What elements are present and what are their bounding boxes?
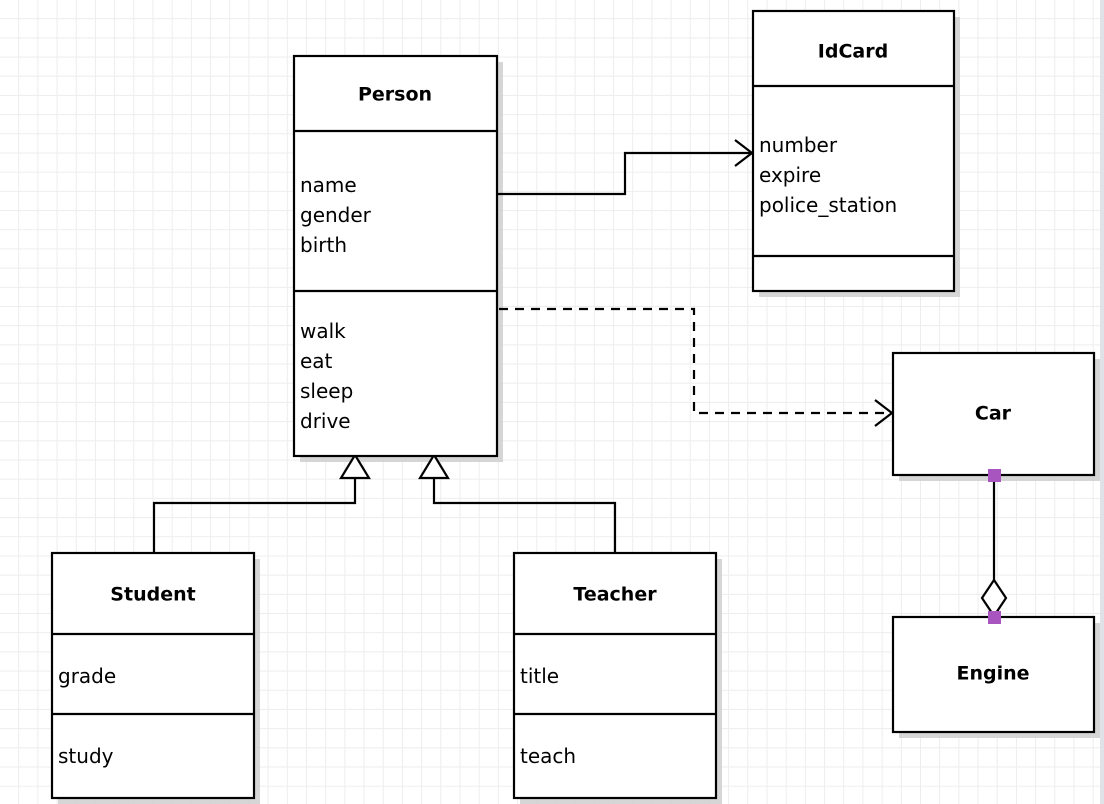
car-class-name: Car: [975, 403, 1012, 425]
canvas-right-edge: [1100, 0, 1104, 804]
student-box-outline[interactable]: [50, 551, 256, 800]
selection-handles[interactable]: [988, 469, 1001, 624]
person-box-outline[interactable]: [292, 54, 499, 458]
relationship-person-idcard[interactable]: [497, 139, 754, 196]
car-box-outline[interactable]: [891, 351, 1096, 477]
class-box-engine[interactable]: Engine: [891, 615, 1096, 734]
person-attribute-name: name: [300, 173, 357, 197]
relationship-person-car[interactable]: [499, 307, 894, 427]
class-box-person[interactable]: Person name gender birth walk eat sleep …: [292, 54, 499, 458]
generalization-line-student-person[interactable]: [152, 478, 357, 553]
student-class-name: Student: [110, 584, 195, 606]
teacher-attribute-title: title: [520, 664, 559, 688]
idcard-attribute-number: number: [759, 133, 838, 157]
teacher-box-outline[interactable]: [512, 551, 718, 800]
class-box-car[interactable]: Car: [891, 351, 1096, 477]
generalization-line-teacher-person[interactable]: [432, 478, 617, 553]
person-attribute-birth: birth: [300, 233, 347, 257]
student-method-study: study: [58, 744, 114, 768]
idcard-class-name: IdCard: [818, 41, 888, 63]
person-method-eat: eat: [300, 349, 333, 373]
engine-box-outline[interactable]: [891, 615, 1096, 734]
dependency-line-person-car[interactable]: [499, 307, 889, 415]
relationship-teacher-person[interactable]: [418, 452, 617, 553]
idcard-attribute-expire: expire: [759, 163, 821, 187]
class-box-teacher[interactable]: Teacher title teach: [512, 551, 718, 800]
relationship-student-person[interactable]: [152, 452, 371, 553]
idcard-box-outline[interactable]: [751, 9, 956, 293]
student-attribute-grade: grade: [58, 664, 116, 688]
relationship-car-engine[interactable]: [980, 476, 1008, 618]
hollow-triangle-arrowhead-icon: [418, 452, 450, 480]
selection-handle-engine-end[interactable]: [988, 611, 1001, 624]
teacher-class-name: Teacher: [573, 584, 657, 606]
hollow-triangle-arrowhead-icon: [339, 452, 371, 480]
person-method-sleep: sleep: [300, 379, 353, 403]
engine-class-name: Engine: [956, 663, 1029, 685]
idcard-attribute-police-station: police_station: [759, 193, 897, 217]
person-method-drive: drive: [300, 409, 351, 433]
class-box-student[interactable]: Student grade study: [50, 551, 256, 800]
hollow-diamond-icon: [980, 578, 1008, 618]
association-line-person-idcard[interactable]: [497, 151, 751, 196]
person-attribute-gender: gender: [300, 203, 372, 227]
teacher-method-teach: teach: [520, 744, 576, 768]
person-class-name: Person: [358, 84, 432, 106]
class-box-idcard[interactable]: IdCard number expire police_station: [751, 9, 956, 293]
selection-handle-car-end[interactable]: [988, 469, 1001, 482]
person-method-walk: walk: [300, 319, 346, 343]
